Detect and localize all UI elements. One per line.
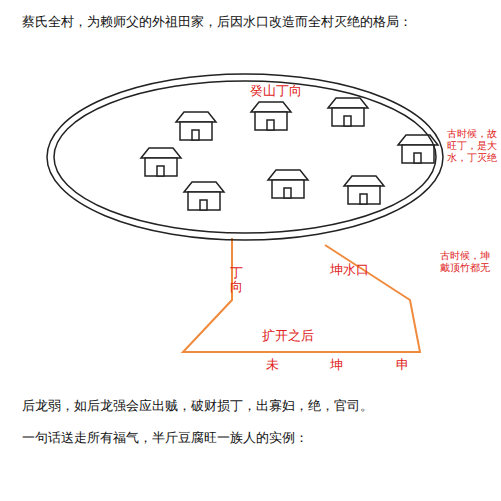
water-mouth-label: 坤水口	[330, 262, 369, 278]
house-door	[360, 194, 367, 204]
house-body	[255, 112, 287, 130]
house-door	[200, 200, 207, 210]
house-roof	[251, 102, 291, 112]
house-roof	[328, 98, 368, 108]
oval-outline	[45, 72, 445, 242]
house-body	[145, 158, 177, 176]
house-roof	[268, 170, 308, 180]
house-door	[157, 166, 164, 176]
house-roof	[184, 182, 224, 192]
house-roof	[176, 112, 216, 122]
house-door	[344, 116, 351, 126]
house-roof	[344, 176, 384, 186]
house-door	[267, 120, 274, 130]
side-note: 古时候，坤戴顶竹都无	[440, 250, 496, 274]
houses	[141, 98, 438, 210]
direction-mark: 申	[396, 357, 409, 373]
water-mouth-lines	[183, 238, 420, 352]
house-body	[188, 192, 220, 210]
side-note: 古时候，故旺丁，是大水，丁灭绝	[447, 128, 497, 164]
house-body	[402, 145, 434, 163]
house-door	[284, 188, 291, 198]
orientation-label: 癸山丁向	[250, 83, 302, 99]
house-roof	[141, 148, 181, 158]
direction-mark: 坤	[330, 357, 343, 373]
expansion-label: 扩开之后	[262, 328, 314, 344]
house-body	[332, 108, 364, 126]
body-text: 后龙弱，如后龙强会应出贼，破财损丁，出寡妇，绝，官司。	[22, 398, 373, 413]
house-body	[180, 122, 212, 140]
house-body	[348, 186, 380, 204]
house-door	[414, 153, 421, 163]
page-title: 蔡氏全村，为赖师父的外祖田家，后因水口改造而全村灭绝的格局：	[22, 14, 412, 29]
village-oval: 癸山丁向	[45, 72, 445, 242]
body-text: 一句话送走所有福气，半斤豆腐旺一族人的实例：	[22, 430, 308, 445]
house-body	[272, 180, 304, 198]
direction-mark: 未	[266, 357, 279, 373]
house-door	[192, 130, 199, 140]
direction-label: 丁向	[230, 266, 243, 295]
